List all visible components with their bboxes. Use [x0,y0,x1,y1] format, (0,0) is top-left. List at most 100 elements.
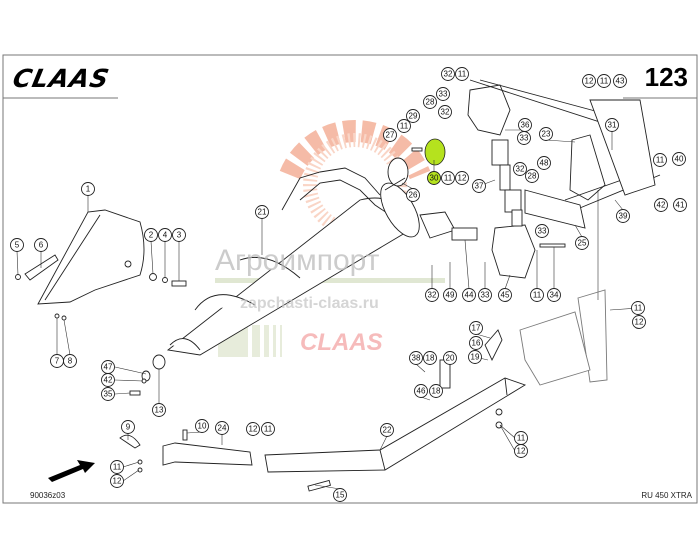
callout-highlighted[interactable]: 30 [427,171,441,185]
callout[interactable]: 12 [246,422,260,436]
callout[interactable]: 32 [438,105,452,119]
callout[interactable]: 42 [654,198,668,212]
callout[interactable]: 4 [158,228,172,242]
callout[interactable]: 1 [81,182,95,196]
callout[interactable]: 27 [383,128,397,142]
callout[interactable]: 26 [406,188,420,202]
callout[interactable]: 44 [462,288,476,302]
callout[interactable]: 32 [513,162,527,176]
watermark-site: zapchasti-claas.ru [240,295,379,312]
svg-text:20: 20 [446,354,455,363]
callout[interactable]: 28 [525,169,539,183]
svg-text:26: 26 [409,191,418,200]
callout[interactable]: 7 [50,354,64,368]
callout[interactable]: 33 [478,288,492,302]
callout[interactable]: 24 [215,421,229,435]
callout[interactable]: 11 [631,301,645,315]
callout[interactable]: 46 [414,384,428,398]
svg-text:19: 19 [471,353,480,362]
callout[interactable]: 8 [63,354,77,368]
callout[interactable]: 49 [443,288,457,302]
callout[interactable]: 11 [110,460,124,474]
callout[interactable]: 33 [436,87,450,101]
svg-text:9: 9 [126,423,131,432]
callout[interactable]: 12 [514,444,528,458]
callout[interactable]: 11 [597,74,611,88]
svg-text:16: 16 [472,339,481,348]
callout[interactable]: 48 [537,156,551,170]
svg-text:3: 3 [177,231,182,240]
callout[interactable]: 38 [409,351,423,365]
callout[interactable]: 45 [498,288,512,302]
callout[interactable]: 31 [605,118,619,132]
svg-text:42: 42 [104,376,113,385]
svg-text:32: 32 [516,165,525,174]
svg-text:11: 11 [264,425,273,434]
callout[interactable]: 17 [469,321,483,335]
svg-text:32: 32 [428,291,437,300]
callout[interactable]: 21 [255,205,269,219]
svg-text:4: 4 [163,231,168,240]
callout[interactable]: 12 [110,474,124,488]
callout[interactable]: 32 [441,67,455,81]
callout[interactable]: 11 [441,171,455,185]
callout[interactable]: 9 [121,420,135,434]
callout[interactable]: 10 [195,419,209,433]
callout[interactable]: 37 [472,179,486,193]
svg-text:11: 11 [458,70,467,79]
callout[interactable]: 33 [535,224,549,238]
callout[interactable]: 35 [101,387,115,401]
callout[interactable]: 47 [101,360,115,374]
callout[interactable]: 18 [423,351,437,365]
callout[interactable]: 11 [653,153,667,167]
callout[interactable]: 23 [539,127,553,141]
callout[interactable]: 28 [423,95,437,109]
callout[interactable]: 40 [672,152,686,166]
callout[interactable]: 36 [518,118,532,132]
callout[interactable]: 11 [530,288,544,302]
svg-text:30: 30 [430,174,439,183]
callout[interactable]: 12 [632,315,646,329]
svg-text:27: 27 [386,131,395,140]
callout[interactable]: 20 [443,351,457,365]
svg-text:39: 39 [619,212,628,221]
callout[interactable]: 13 [152,403,166,417]
callout[interactable]: 43 [613,74,627,88]
svg-text:10: 10 [198,422,207,431]
callout[interactable]: 11 [455,67,469,81]
callout[interactable]: 22 [380,423,394,437]
svg-text:28: 28 [426,98,435,107]
svg-text:32: 32 [444,70,453,79]
svg-text:25: 25 [578,239,587,248]
callout[interactable]: 33 [517,131,531,145]
callout[interactable]: 29 [406,109,420,123]
callout[interactable]: 11 [397,119,411,133]
svg-text:12: 12 [249,425,258,434]
leader-lines [16,129,639,490]
svg-text:12: 12 [458,174,467,183]
callout[interactable]: 32 [425,288,439,302]
callout[interactable]: 25 [575,236,589,250]
callout[interactable]: 42 [101,373,115,387]
callout[interactable]: 11 [514,431,528,445]
callout[interactable]: 5 [10,238,24,252]
callout[interactable]: 19 [468,350,482,364]
callout[interactable]: 11 [261,422,275,436]
svg-text:24: 24 [218,424,227,433]
callout[interactable]: 2 [144,228,158,242]
claas-logo: CLAAS [10,64,112,93]
callout[interactable]: 12 [455,171,469,185]
callout[interactable]: 3 [172,228,186,242]
svg-text:40: 40 [675,155,684,164]
svg-text:11: 11 [533,291,542,300]
callout[interactable]: 6 [34,238,48,252]
callout[interactable]: 15 [333,488,347,502]
callout[interactable]: 12 [582,74,596,88]
callout[interactable]: 34 [547,288,561,302]
callout[interactable]: 41 [673,198,687,212]
callout[interactable]: 39 [616,209,630,223]
svg-text:33: 33 [520,134,529,143]
callout[interactable]: 16 [469,336,483,350]
callout[interactable]: 18 [429,384,443,398]
